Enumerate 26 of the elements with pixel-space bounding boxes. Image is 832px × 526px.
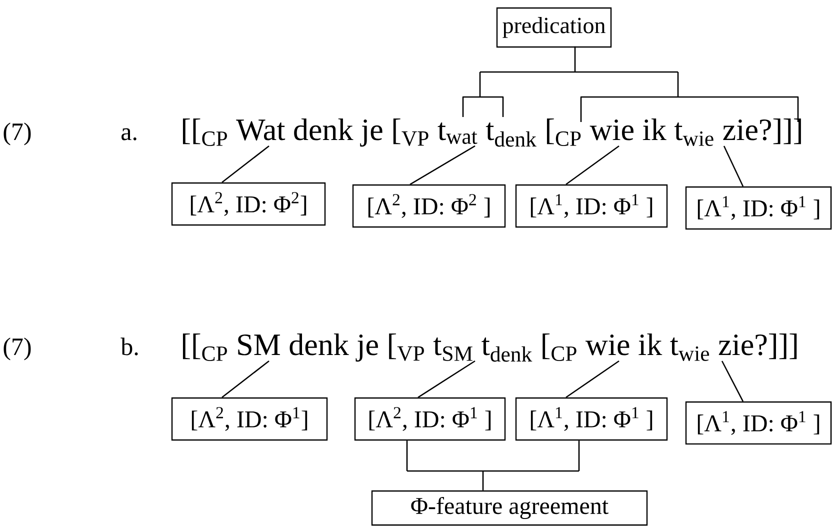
feature-box: [Λ$^{1}$, ID: Φ$^{1}$ ] bbox=[685, 186, 832, 230]
example-letter: a. bbox=[122, 128, 136, 140]
label-box: Φ-feature agreement bbox=[371, 490, 648, 526]
feature-box: [Λ$^{2}$, ID: Φ$^{2}$ ] bbox=[352, 184, 506, 228]
example-sentence: [[$_{CP}$ SM denk je [$_{VP}$ t$_{SM}$ t$_{denk}$ [$_{CP}$ wie ik t$_{wie}$ zie?]]] bbox=[182, 333, 797, 362]
leader-line bbox=[222, 145, 270, 183]
feature-box: [Λ$^{1}$, ID: Φ$^{1}$ ] bbox=[515, 397, 668, 441]
feature-box: [Λ$^{2}$, ID: Φ$^{1}$ ] bbox=[354, 397, 506, 441]
feature-box: [Λ$^{2}$, ID: Φ$^{1}$] bbox=[171, 397, 328, 441]
label-box: predication bbox=[496, 7, 612, 48]
leader-line bbox=[418, 360, 476, 398]
leader-line bbox=[566, 360, 620, 398]
example-letter: b. bbox=[120, 338, 138, 356]
example-number: (7) bbox=[4, 338, 31, 360]
bracket bbox=[406, 440, 580, 492]
leader-line bbox=[410, 145, 476, 185]
leader-line bbox=[566, 145, 620, 185]
feature-box: [Λ$^{2}$, ID: Φ$^{2}$] bbox=[171, 182, 326, 226]
feature-box: [Λ$^{1}$, ID: Φ$^{1}$ ] bbox=[515, 184, 668, 228]
leader-line bbox=[721, 360, 744, 402]
example-sentence: [[$_{CP}$ Wat denk je [$_{VP}$ t$_{wat}$ t$_{denk}$ [$_{CP}$ wie ik t$_{wie}$ zie?]]] bbox=[182, 118, 801, 147]
bracket bbox=[462, 46, 799, 123]
feature-box: [Λ$^{1}$, ID: Φ$^{1}$ ] bbox=[685, 401, 832, 445]
leader-line bbox=[222, 360, 270, 398]
example-number: (7) bbox=[4, 122, 31, 146]
leader-line bbox=[723, 146, 744, 187]
